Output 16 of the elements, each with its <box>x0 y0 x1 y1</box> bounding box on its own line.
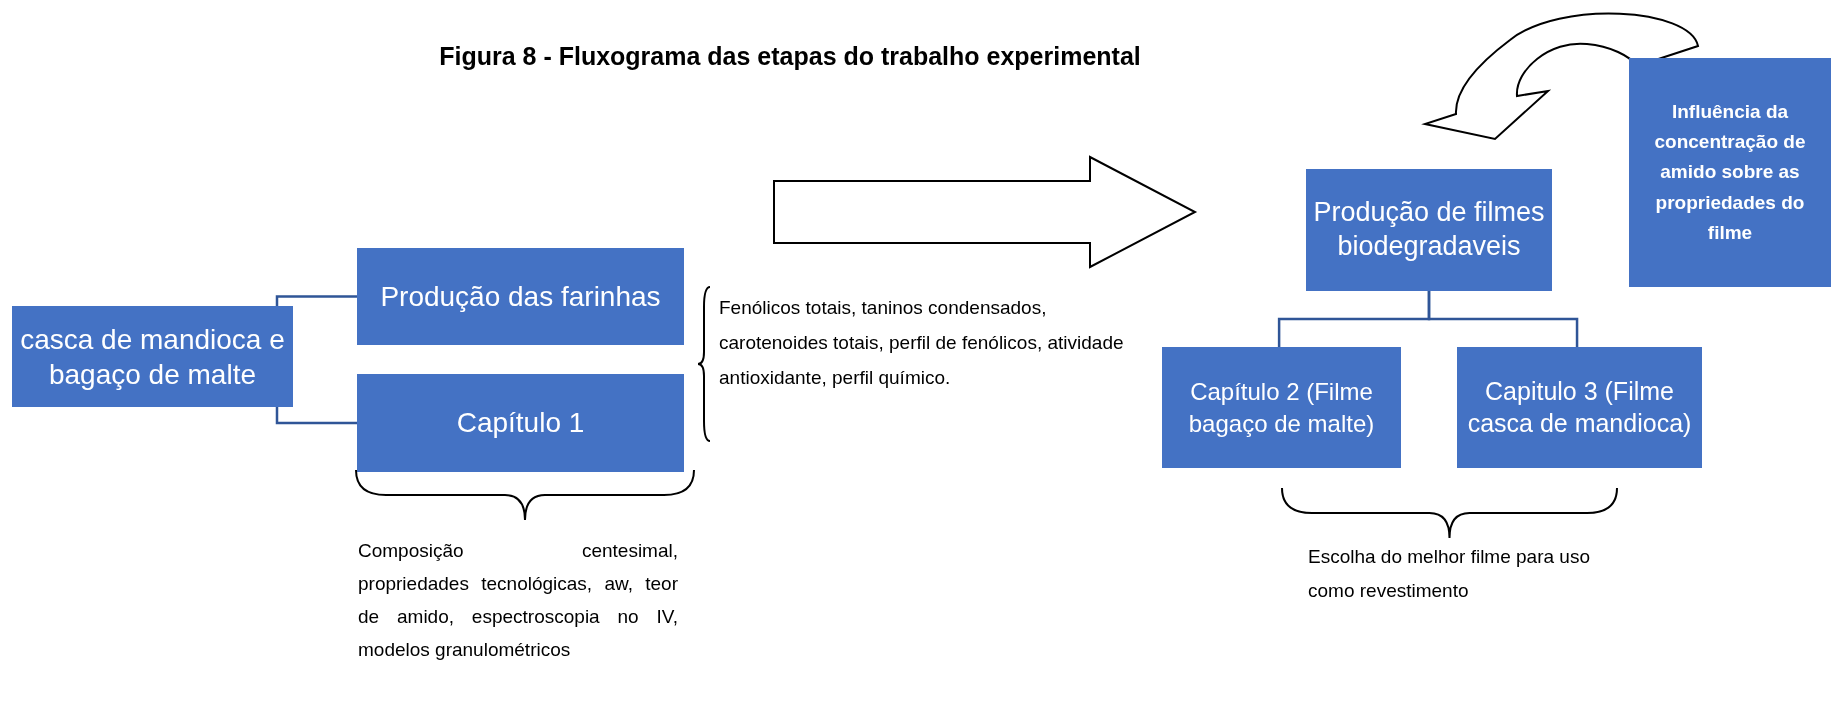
process-box: Capítulo 1 <box>357 374 684 472</box>
connector-line <box>275 295 357 306</box>
process-box: Produção de filmes biodegradaveis <box>1306 169 1552 291</box>
annotation-text: Fenólicos totais, taninos condensados, carotenoides totais, perfil de fenólicos, atividade antioxidante, perfil químico. <box>719 296 1125 390</box>
process-box: Capítulo 2 (Filme bagaço de malte) <box>1162 347 1401 468</box>
connector-line <box>275 407 357 425</box>
process-box: Influência da concentração de amido sobre as propriedades do filme <box>1629 58 1831 287</box>
block-arrow <box>1424 12 1699 140</box>
annotation-text: Composição centesimal, propriedades tecnológicas, aw, teor de amido, espectroscopia no IV, modelos granulométricos <box>358 539 678 662</box>
connector-line <box>1427 291 1579 347</box>
diagram-title: Figura 8 - Fluxograma das etapas do trabalho experimental <box>438 41 1142 72</box>
block-arrow <box>773 155 1198 269</box>
annotation-text: Escolha do melhor filme para uso como revestimento <box>1308 545 1591 603</box>
process-box: Capitulo 3 (Filme casca de mandioca) <box>1457 347 1702 468</box>
process-box: Produção das farinhas <box>357 248 684 345</box>
process-box: casca de mandioca e bagaço de malte <box>12 306 293 407</box>
